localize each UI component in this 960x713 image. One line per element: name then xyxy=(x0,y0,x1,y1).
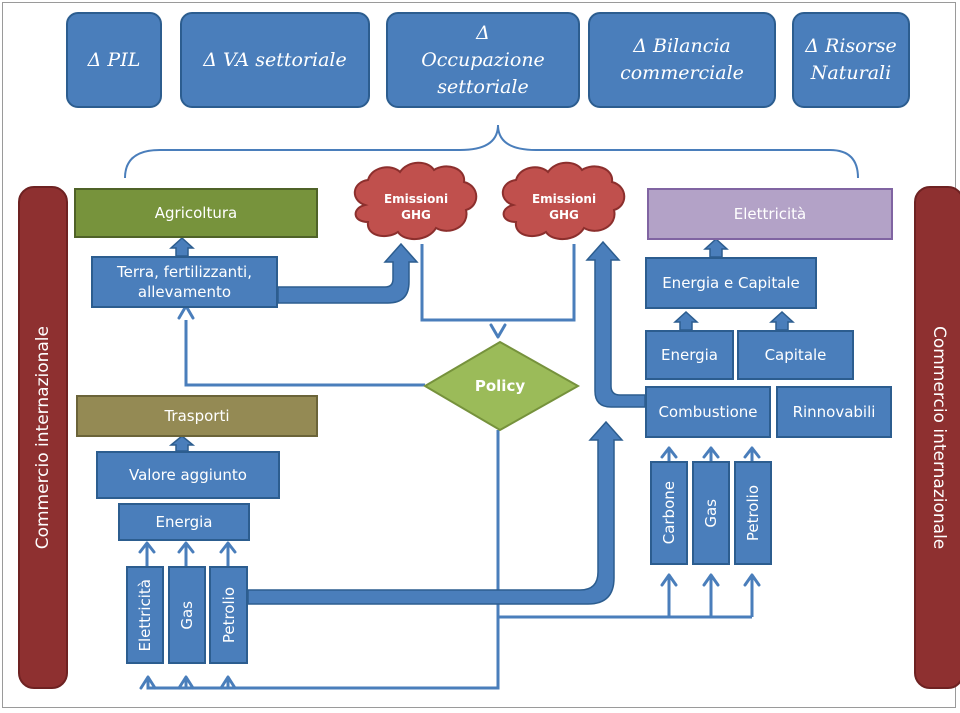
arrow-fuels-riser-3 xyxy=(743,573,761,587)
transport-energia-label: Energia xyxy=(155,513,213,531)
transport-fuel-gas: Gas xyxy=(168,566,206,664)
el-fuel-carbone-label: Carbone xyxy=(660,481,678,545)
emissions-cloud-right xyxy=(501,161,626,240)
agri-inputs-box: Terra, fertilizzanti, allevamento xyxy=(91,256,278,308)
arrow-fuel-energia-1 xyxy=(138,541,156,568)
rinnovabili-label: Rinnovabili xyxy=(792,403,876,421)
fuel-risers xyxy=(667,577,754,617)
arrow-comb-fuel-3 xyxy=(743,446,761,463)
top-box-bilancia: Δ Bilancia commerciale xyxy=(588,12,776,108)
arrow-terra-agri xyxy=(169,236,195,257)
arrow-bottom-2 xyxy=(177,675,195,690)
el-fuel-petrolio-label: Petrolio xyxy=(744,484,762,542)
sector-trasporti-label: Trasporti xyxy=(164,407,230,425)
energia-capitale-box: Energia e Capitale xyxy=(645,257,817,309)
policy-label: Policy xyxy=(474,377,526,395)
el-fuel-carbone: Carbone xyxy=(650,461,688,565)
side-bar-left-label: Commercio internazionale xyxy=(33,325,53,550)
top-box-pil-label: Δ PIL xyxy=(87,48,141,71)
side-bar-right: Commercio internazionale xyxy=(914,186,960,689)
arrow-policy-down-head xyxy=(489,323,507,339)
sector-elettricita-label: Elettricità xyxy=(733,205,807,223)
el-energia-label: Energia xyxy=(661,346,718,364)
transport-fuel-elettricita-label: Elettricità xyxy=(136,578,154,652)
side-bar-left: Commercio internazionale xyxy=(18,186,68,689)
el-energia-box: Energia xyxy=(645,330,734,380)
el-fuel-gas-label: Gas xyxy=(702,498,720,528)
arrow-fuel-energia-3 xyxy=(219,541,237,568)
top-box-pil: Δ PIL xyxy=(66,12,162,108)
transport-fuel-gas-label: Gas xyxy=(178,600,196,630)
policy-to-agri-line xyxy=(184,320,425,387)
transport-fuel-elettricita: Elettricità xyxy=(126,566,164,664)
policy-diamond xyxy=(423,340,581,432)
arrow-fuels-riser-1 xyxy=(660,573,678,587)
arrow-fuels-riser-2 xyxy=(702,573,720,587)
top-box-va: Δ VA settoriale xyxy=(180,12,370,108)
arrow-ec-elett xyxy=(703,237,729,258)
rinnovabili-box: Rinnovabili xyxy=(776,386,892,438)
el-fuel-petrolio: Petrolio xyxy=(734,461,772,565)
transport-energia-box: Energia xyxy=(118,503,250,541)
el-fuel-gas: Gas xyxy=(692,461,730,565)
top-box-risorse-label: Δ Risorse Naturali xyxy=(805,35,897,84)
valore-aggiunto-box: Valore aggiunto xyxy=(96,451,280,499)
el-capitale-label: Capitale xyxy=(764,346,827,364)
combustion-to-emissions-arrow xyxy=(585,240,646,408)
arrow-bottom-3 xyxy=(219,675,237,690)
arrow-fuel-energia-2 xyxy=(177,541,195,568)
sector-elettricita: Elettricità xyxy=(647,188,893,240)
brace xyxy=(124,124,859,179)
top-box-occupazione: Δ Occupazione settoriale xyxy=(386,12,580,108)
agri-cloud-to-policy-line xyxy=(420,244,576,322)
arrow-comb-fuel-1 xyxy=(660,446,678,463)
transport-fuel-petrolio-label: Petrolio xyxy=(219,586,238,644)
sector-agricoltura: Agricoltura xyxy=(74,188,318,238)
combustione-label: Combustione xyxy=(658,403,758,421)
emissions-cloud-left xyxy=(353,161,478,240)
sector-trasporti: Trasporti xyxy=(76,395,318,437)
energia-capitale-label: Energia e Capitale xyxy=(662,274,800,292)
top-box-occupazione-label: Δ Occupazione settoriale xyxy=(421,21,545,98)
top-box-risorse: Δ Risorse Naturali xyxy=(792,12,910,108)
side-bar-right-label: Commercio internazionale xyxy=(929,325,949,550)
sector-agricoltura-label: Agricoltura xyxy=(154,204,238,222)
arrow-comb-fuel-2 xyxy=(702,446,720,463)
transport-fuel-petrolio: Petrolio xyxy=(209,566,248,664)
valore-aggiunto-label: Valore aggiunto xyxy=(129,466,247,484)
el-capitale-box: Capitale xyxy=(737,330,854,380)
arrow-bottom-1 xyxy=(139,675,157,690)
arrow-capitale-ec xyxy=(769,310,795,331)
arrow-energia-ec xyxy=(673,310,699,331)
combustione-box: Combustione xyxy=(645,386,771,438)
emissions-right-label: Emissioni GHG xyxy=(531,192,597,222)
agri-to-emissions-arrow xyxy=(277,242,419,304)
agri-inputs-label: Terra, fertilizzanti, allevamento xyxy=(117,263,252,301)
emissions-left-label: Emissioni GHG xyxy=(383,192,449,222)
top-box-va-label: Δ VA settoriale xyxy=(203,48,347,71)
petrolio-to-combustion-arrow xyxy=(247,420,624,605)
arrow-va-trasporti xyxy=(168,435,196,452)
top-box-bilancia-label: Δ Bilancia commerciale xyxy=(620,35,744,84)
policy-down-line xyxy=(146,430,500,690)
